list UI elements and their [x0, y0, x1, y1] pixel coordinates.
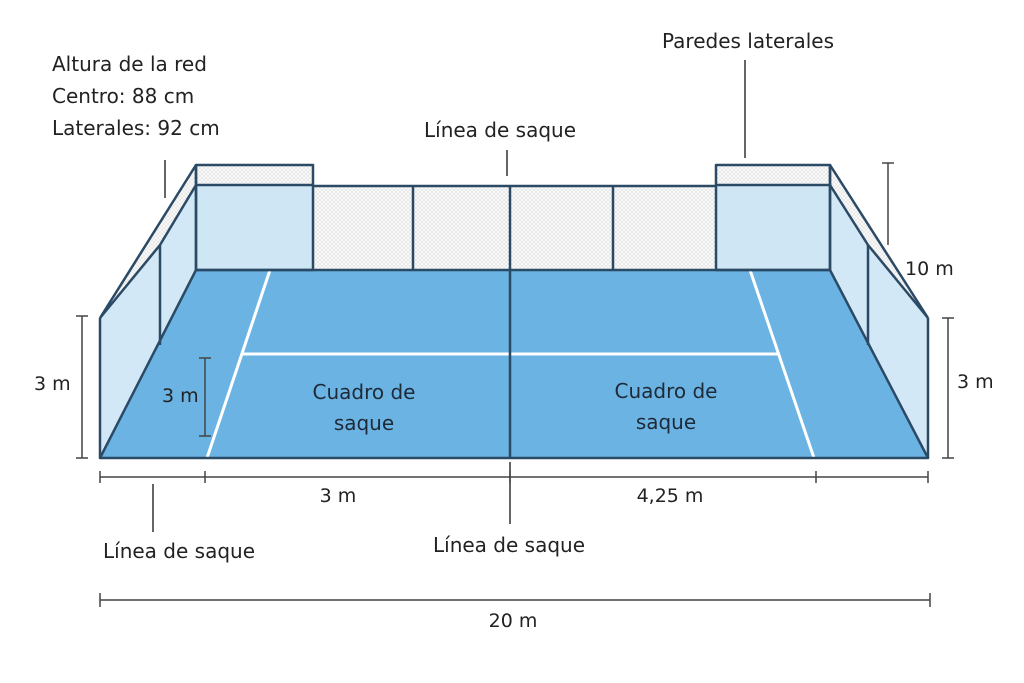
total-length-label: 20 m	[489, 610, 538, 632]
dimension-lines	[76, 162, 954, 607]
court-frame	[98, 163, 930, 460]
net-height-center: Centro: 88 cm	[52, 84, 194, 108]
net-height-sides: Laterales: 92 cm	[52, 116, 220, 140]
back-wall-mesh	[313, 186, 716, 270]
service-box-depth-label: 3 m	[162, 385, 199, 407]
wall-height-left-label: 3 m	[34, 373, 71, 395]
back-wall-height-label: 10 m	[905, 258, 954, 280]
left-wall-glass	[100, 185, 196, 458]
wall-height-right-label: 3 m	[957, 371, 994, 393]
service-line-bottom-center-label: Línea de saque	[433, 533, 585, 557]
back-wall-right-mesh	[716, 165, 830, 185]
service-line-bottom-left-label: Línea de saque	[103, 539, 255, 563]
bottom-right-segment-label: 4,25 m	[637, 485, 704, 507]
back-wall-right-glass	[716, 185, 830, 270]
side-walls-label: Paredes laterales	[662, 29, 834, 53]
back-wall-left-mesh	[196, 165, 313, 185]
service-box-right-line1: Cuadro de	[615, 379, 718, 403]
back-wall-left-glass	[196, 185, 313, 270]
net-height-title: Altura de la red	[52, 52, 207, 76]
right-wall-glass	[830, 185, 928, 458]
service-box-left-line1: Cuadro de	[313, 380, 416, 404]
service-line-top-label: Línea de saque	[424, 118, 576, 142]
service-box-right-line2: saque	[636, 410, 696, 434]
service-box-left-line2: saque	[334, 411, 394, 435]
court-floor	[100, 270, 928, 458]
bottom-left-segment-label: 3 m	[320, 485, 357, 507]
